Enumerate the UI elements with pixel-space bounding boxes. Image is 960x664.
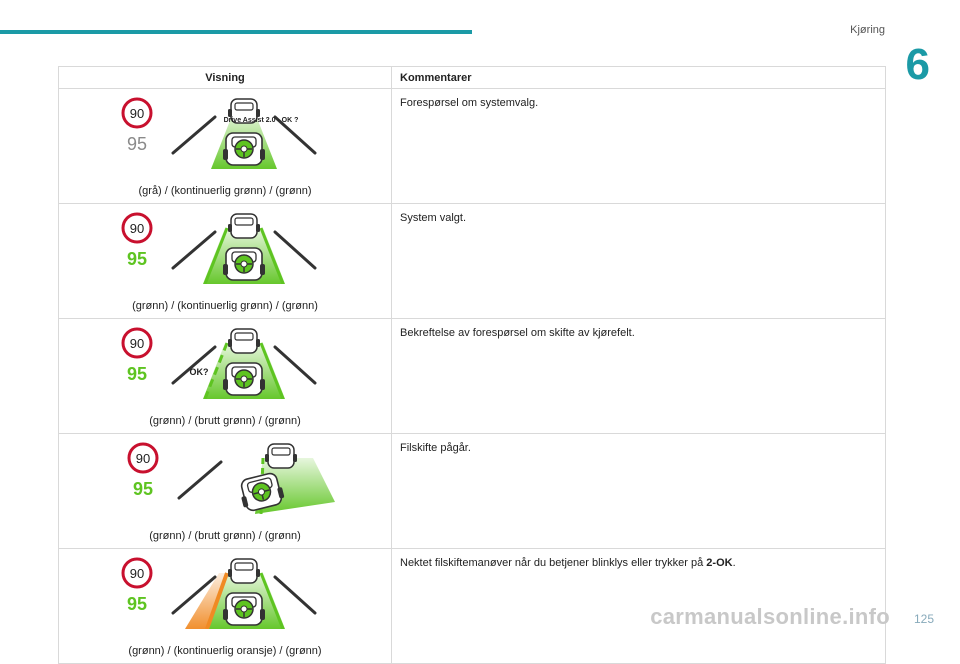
cruise-speed-value: 95	[127, 594, 147, 614]
drive-assist-display-illustration: 90 95 OK?	[121, 327, 317, 399]
display-caption: (grønn) / (brutt grønn) / (grønn)	[149, 415, 301, 427]
display-caption: (grå) / (kontinuerlig grønn) / (grønn)	[138, 185, 312, 197]
drive-assist-display-illustration: 90 95	[127, 442, 335, 514]
display-cell: 90 95 (grønn) / (brutt grønn) / (grønn)	[58, 433, 392, 549]
comment-text: Bekreftelse av forespørsel om skifte av …	[400, 327, 635, 339]
chapter-title: Kjøring	[850, 24, 885, 36]
table-row: 90 95 OK? (grønn) / (brutt grønn) / (grø…	[58, 318, 886, 434]
speed-limit-sign	[121, 557, 153, 589]
right-lane-line	[273, 345, 317, 385]
header-accent-bar	[0, 30, 472, 34]
left-lane-line	[177, 460, 223, 500]
display-caption: (grønn) / (kontinuerlig grønn) / (grønn)	[132, 300, 318, 312]
table-header-row: Visning Kommentarer	[58, 66, 886, 89]
column-header-visning: Visning	[58, 66, 392, 89]
display-cell: 90 95 Drive Assist 2.0 - OK ? (grå) / (k…	[58, 88, 392, 204]
table-row: 90 95 (grønn) / (kontinuerlig grønn) / (…	[58, 203, 886, 319]
steering-wheel-icon	[234, 599, 254, 619]
left-lane-line	[171, 345, 217, 385]
speed-limit-value: 90	[130, 221, 144, 236]
comment-cell: Filskifte pågår.	[391, 433, 886, 549]
lane-boundary-green	[259, 227, 285, 284]
speed-limit-value: 90	[130, 336, 144, 351]
table-row: 90 95 Drive Assist 2.0 - OK ? (grå) / (k…	[58, 88, 886, 204]
vehicle-ahead-icon	[227, 558, 261, 584]
display-caption: (grønn) / (kontinuerlig oransje) / (grøn…	[128, 645, 322, 657]
vehicle-ahead-icon	[227, 213, 261, 239]
speed-limit-sign	[121, 212, 153, 244]
left-lane-line	[171, 575, 217, 615]
speed-limit-sign	[121, 327, 153, 359]
left-lane-line	[171, 230, 217, 270]
comment-end: .	[732, 557, 736, 569]
right-lane-line	[273, 230, 317, 270]
lane-boundary-green	[203, 227, 229, 284]
watermark: carmanualsonline.info	[650, 604, 890, 629]
left-lane-line	[171, 115, 217, 155]
column-header-kommentarer: Kommentarer	[391, 66, 886, 89]
display-cell: 90 95 (grønn) / (kontinuerlig grønn) / (…	[58, 203, 392, 319]
cruise-speed-value: 95	[133, 479, 153, 499]
vehicle-ahead-icon	[227, 328, 261, 354]
comment-text: System valgt.	[400, 212, 467, 224]
display-cell: 90 95 OK? (grønn) / (brutt grønn) / (grø…	[58, 318, 392, 434]
ok-confirm-label: OK?	[190, 367, 209, 377]
comment-cell: System valgt.	[391, 203, 886, 319]
page-number: 125	[913, 612, 934, 626]
comment-bold-key: 2-OK	[706, 557, 733, 569]
lane-boundary-green	[259, 342, 285, 399]
vehicle-ahead-icon	[264, 443, 298, 469]
display-table: Visning Kommentarer 90 95 Drive Assist 2…	[58, 66, 886, 664]
lane-highlight-orange	[185, 573, 227, 629]
comment-text: Forespørsel om systemvalg.	[400, 97, 539, 109]
display-cell: 90 95 (grønn) / (kontinuerlig oransje) /…	[58, 548, 392, 664]
drive-assist-display-illustration: 90 95	[121, 212, 317, 284]
speed-limit-sign	[127, 442, 159, 474]
right-lane-line	[273, 115, 317, 155]
display-caption: (grønn) / (brutt grønn) / (grønn)	[149, 530, 301, 542]
speed-limit-value: 90	[136, 451, 150, 466]
drive-assist-label: Drive Assist 2.0 - OK ?	[224, 117, 299, 124]
table-row: 90 95 (grønn) / (brutt grønn) / (grønn) …	[58, 433, 886, 549]
comment-cell: Bekreftelse av forespørsel om skifte av …	[391, 318, 886, 434]
speed-limit-sign	[121, 97, 153, 129]
lane-boundary-green	[259, 572, 285, 629]
steering-wheel-icon	[234, 369, 254, 389]
comment-text: Filskifte pågår.	[400, 442, 471, 454]
drive-assist-display-illustration: 90 95 Drive Assist 2.0 - OK ?	[121, 97, 317, 169]
comment-cell: Forespørsel om systemvalg.	[391, 88, 886, 204]
steering-wheel-icon	[234, 254, 254, 274]
speed-limit-value: 90	[130, 106, 144, 121]
speed-limit-value: 90	[130, 566, 144, 581]
chapter-number: 6	[905, 40, 930, 89]
lane-boundary-dashed-green	[203, 342, 229, 399]
cruise-speed-value: 95	[127, 134, 147, 154]
drive-assist-display-illustration: 90 95	[121, 557, 317, 629]
lane-boundary-orange	[205, 572, 229, 629]
comment-text: Nektet filskiftemanøver når du betjener …	[400, 557, 707, 569]
cruise-speed-value: 95	[127, 364, 147, 384]
steering-wheel-icon	[234, 139, 254, 159]
right-lane-line	[273, 575, 317, 615]
cruise-speed-value: 95	[127, 249, 147, 269]
